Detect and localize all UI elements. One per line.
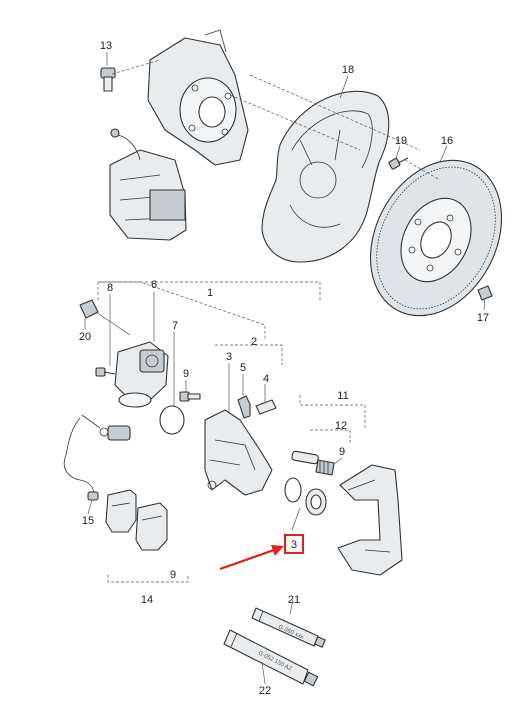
callout-7: 7 <box>172 320 178 332</box>
caliper-housing-part <box>114 341 169 408</box>
bracket-11 <box>299 395 366 430</box>
callout-13: 13 <box>100 40 112 52</box>
callout-22: 22 <box>259 685 271 697</box>
callout-3-highlighted: 3 <box>291 539 297 551</box>
piston-seal-part <box>284 477 327 516</box>
brake-disc-part <box>369 159 503 317</box>
shield-bolt-part <box>388 157 409 170</box>
callout-2: 2 <box>251 336 257 348</box>
callout-12: 12 <box>335 420 347 432</box>
callout-9-lower: 9 <box>170 569 176 581</box>
bracket-14 <box>107 575 189 583</box>
callout-9-center: 9 <box>183 368 189 380</box>
callout-19: 19 <box>395 135 407 147</box>
callout-20: 20 <box>79 331 91 343</box>
axis-line <box>111 59 161 75</box>
callout-18: 18 <box>342 64 354 76</box>
wear-sensor-part <box>63 414 131 501</box>
red-arrow-icon <box>219 545 284 571</box>
seal-ring-part <box>159 405 185 435</box>
bracket-2 <box>215 344 283 365</box>
callout-11: 11 <box>337 390 348 402</box>
hub-bolt-part <box>100 67 116 92</box>
caliper-bolt-part <box>95 367 116 377</box>
dust-shield-part <box>261 90 390 263</box>
piston-part <box>291 450 335 476</box>
axis-line <box>249 74 421 151</box>
callout-3-upper: 3 <box>226 351 232 363</box>
callout-9-right: 9 <box>339 446 345 458</box>
bracket-1-diag <box>98 281 266 340</box>
axis-line <box>404 159 441 181</box>
callout-6: 6 <box>151 279 157 291</box>
upper-caliper-part <box>109 128 187 241</box>
callout-16: 16 <box>441 135 453 147</box>
callout-4: 4 <box>263 373 269 385</box>
callout-17: 17 <box>477 312 489 324</box>
callout-15: 15 <box>82 515 94 527</box>
bracket-12 <box>310 429 351 445</box>
callout-1: 1 <box>207 287 213 299</box>
axis-line <box>229 94 361 151</box>
wheel-hub-part <box>147 29 249 166</box>
guide-pin-part <box>237 395 277 419</box>
callout-5: 5 <box>240 362 246 374</box>
highlight-box <box>284 534 304 554</box>
brake-pads-part <box>105 489 168 551</box>
disc-screw-part <box>477 285 493 301</box>
grease-tube-small-part: G 060 xxx <box>251 607 326 648</box>
bleed-cap-part <box>79 299 131 336</box>
callout-8: 8 <box>107 282 113 294</box>
guide-bolt-part <box>179 391 201 402</box>
caliper-frame-part <box>337 464 403 576</box>
brake-carrier-part <box>204 409 273 496</box>
leader-lines <box>84 52 486 685</box>
callout-21: 21 <box>288 594 300 606</box>
callout-14: 14 <box>141 594 153 606</box>
